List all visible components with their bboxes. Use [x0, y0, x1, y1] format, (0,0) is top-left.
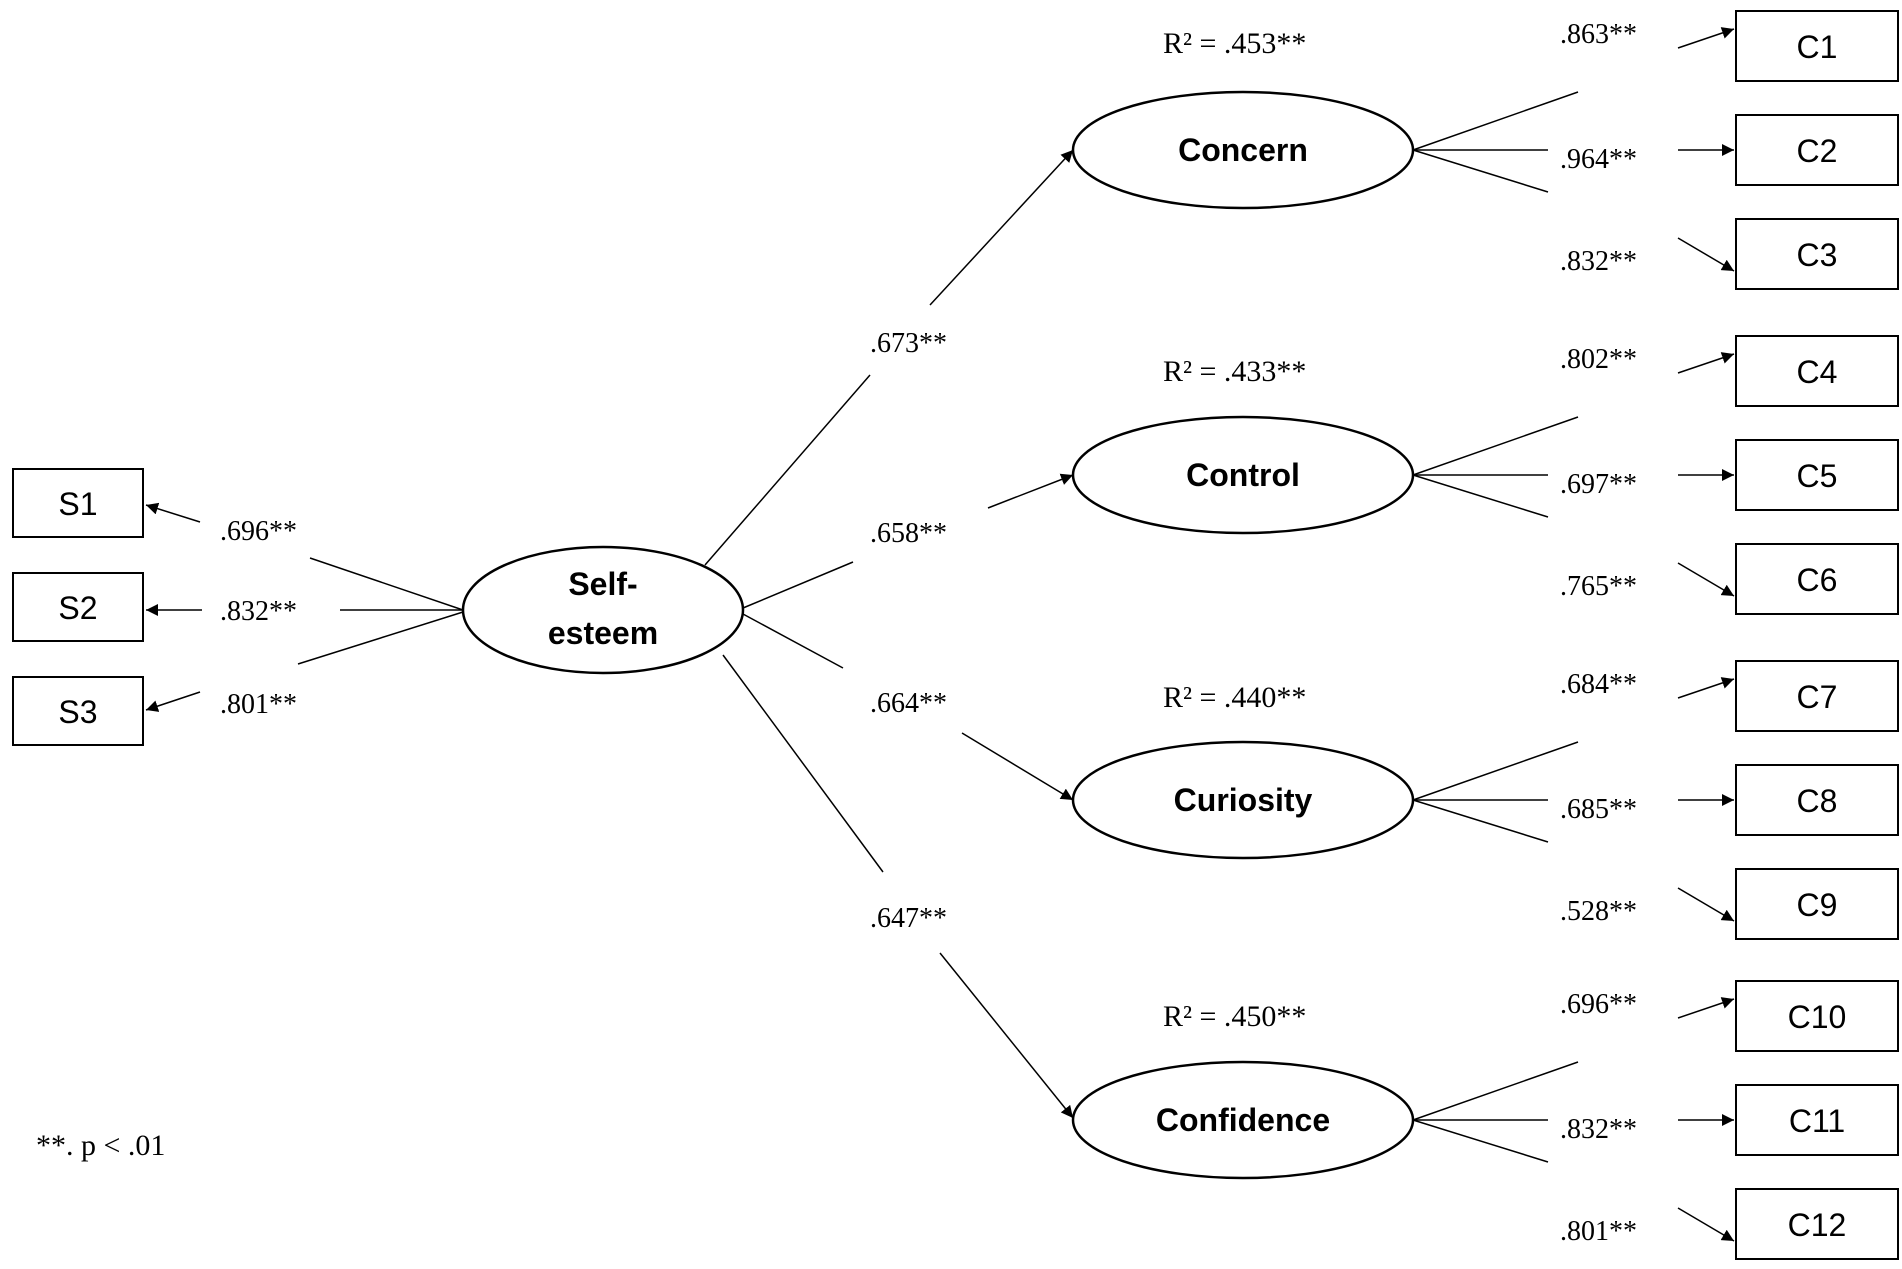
edge-arrow-c1 [1677, 27, 1735, 49]
loading-c5: .697** [1560, 469, 1637, 500]
path-coef-confidence: .647** [870, 903, 947, 934]
indicator-label-s1: S1 [58, 486, 97, 522]
path-coef-concern: .673** [870, 328, 947, 359]
significance-note: **. p < .01 [36, 1129, 165, 1162]
loading-c4: .802** [1560, 344, 1637, 375]
edge-latent-c12 [1412, 1119, 1549, 1163]
path-curiosity-segment [742, 613, 844, 669]
loading-c12: .801** [1560, 1216, 1637, 1247]
indicator-box-c3 [1735, 218, 1899, 290]
indicator-box-c4 [1735, 335, 1899, 407]
indicator-label-c8: C8 [1797, 783, 1838, 819]
indicator-box-c10 [1735, 980, 1899, 1052]
r2-concern: R² = .453** [1163, 27, 1306, 60]
indicator-label-c3: C3 [1797, 237, 1838, 273]
edge-arrow-c4 [1677, 352, 1735, 374]
indicator-label-s2: S2 [58, 590, 97, 626]
indicator-label-c7: C7 [1797, 679, 1838, 715]
indicator-box-s1 [12, 468, 144, 538]
indicator-label-c10: C10 [1788, 999, 1847, 1035]
path-concern-arrow [929, 149, 1074, 306]
edge-latent-c1 [1412, 91, 1579, 151]
indicator-box-c1 [1735, 10, 1899, 82]
indicator-box-c5 [1735, 439, 1899, 511]
edge-latent-c10 [1412, 1061, 1579, 1121]
latent-curiosity-label: Curiosity [1174, 782, 1313, 818]
indicator-box-c2 [1735, 114, 1899, 186]
indicator-box-c12 [1735, 1188, 1899, 1260]
indicator-label-c12: C12 [1788, 1207, 1847, 1243]
edge-arrow-c6 [1677, 562, 1735, 597]
indicator-box-s2 [12, 572, 144, 642]
loading-c3: .832** [1560, 246, 1637, 277]
edge-arrow-c9 [1677, 887, 1735, 922]
latent-selfesteem [461, 545, 745, 675]
edge-selfesteem-s1 [309, 557, 464, 611]
loading-c11: .832** [1560, 1114, 1637, 1145]
indicator-label-c2: C2 [1797, 133, 1838, 169]
path-coef-curiosity: .664** [870, 688, 947, 719]
indicator-box-c6 [1735, 543, 1899, 615]
selfesteem-loadings: .696** .832** .801** [145, 502, 464, 720]
loading-c2: .964** [1560, 144, 1637, 175]
indicator-label-c9: C9 [1797, 887, 1838, 923]
path-curiosity-arrow [961, 732, 1074, 801]
indicator-box-c9 [1735, 868, 1899, 940]
latent-concern-label: Concern [1178, 132, 1308, 168]
loading-s2: .832** [220, 596, 297, 627]
c-loadings: .863** .964** .832** .802** .697** .765** .684… [1412, 19, 1735, 1247]
edge-latent-c4 [1412, 416, 1579, 476]
indicator-label-c6: C6 [1797, 562, 1838, 598]
loading-c1: .863** [1560, 19, 1637, 50]
indicator-label-c11: C11 [1789, 1103, 1845, 1139]
edge-arrow-c10 [1677, 997, 1735, 1019]
path-control-arrow [987, 473, 1074, 509]
latent-variables: Self- esteem Concern R² = .453** Control… [461, 27, 1415, 1180]
indicator-label-c5: C5 [1797, 458, 1838, 494]
s-indicators: S1 S2 S3 [12, 468, 144, 746]
r2-curiosity: R² = .440** [1163, 681, 1306, 714]
edge-latent-c9 [1412, 799, 1549, 843]
edge-latent-c3 [1412, 149, 1549, 193]
edge-selfesteem-s3 [297, 611, 464, 665]
edge-selfesteem-s3-arrow [145, 691, 201, 712]
edge-arrow-c3 [1677, 237, 1735, 272]
indicator-label-c4: C4 [1797, 354, 1838, 390]
loading-c7: .684** [1560, 669, 1637, 700]
indicator-box-c7 [1735, 660, 1899, 732]
latent-control-label: Control [1186, 457, 1300, 493]
structural-paths: .673** .658** .664** .647** [704, 149, 1074, 1119]
loading-c6: .765** [1560, 571, 1637, 602]
path-coef-control: .658** [870, 518, 947, 549]
loading-s3: .801** [220, 689, 297, 720]
path-control-segment [742, 561, 854, 609]
edge-selfesteem-s1-arrow [145, 502, 201, 523]
indicator-box-c8 [1735, 764, 1899, 836]
loading-c8: .685** [1560, 794, 1637, 825]
loading-c9: .528** [1560, 896, 1637, 927]
indicator-label-s3: S3 [58, 694, 97, 730]
indicator-box-s3 [12, 676, 144, 746]
edge-latent-c7 [1412, 741, 1579, 801]
loading-s1: .696** [220, 516, 297, 547]
edge-arrow-c7 [1677, 677, 1735, 699]
latent-selfesteem-line1: Self- [568, 566, 637, 602]
r2-confidence: R² = .450** [1163, 1000, 1306, 1033]
path-confidence-arrow [939, 952, 1074, 1119]
path-confidence-segment [722, 654, 884, 873]
indicator-box-c11 [1735, 1084, 1899, 1156]
r2-control: R² = .433** [1163, 355, 1306, 388]
loading-c10: .696** [1560, 989, 1637, 1020]
edge-latent-c6 [1412, 474, 1549, 518]
latent-selfesteem-line2: esteem [548, 615, 658, 651]
edge-arrow-c12 [1677, 1207, 1735, 1242]
latent-confidence-label: Confidence [1156, 1102, 1330, 1138]
indicator-label-c1: C1 [1797, 29, 1838, 65]
path-concern-segment [704, 374, 871, 566]
